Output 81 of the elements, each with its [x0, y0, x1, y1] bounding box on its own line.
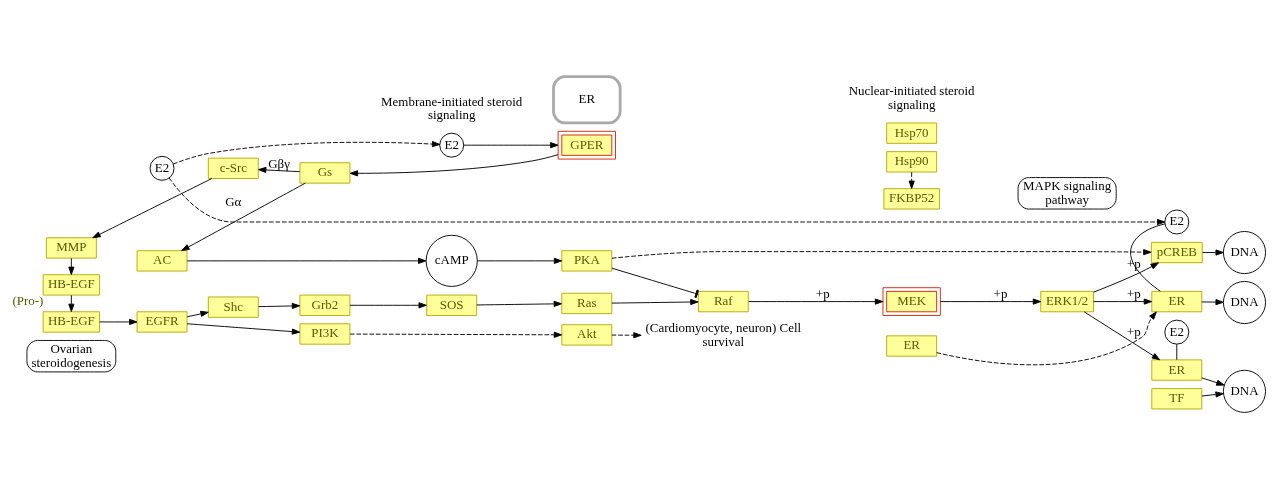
- edge-label: +p: [1126, 323, 1141, 339]
- arrow: [748, 298, 884, 305]
- node-box: MMP: [45, 236, 97, 259]
- connector: [1176, 343, 1178, 360]
- arrow: [476, 300, 562, 307]
- node-circle: DNA: [1222, 280, 1266, 324]
- arrow: [68, 294, 75, 312]
- arrow: [186, 322, 301, 335]
- node-circle: DNA: [1222, 230, 1266, 274]
- arrow: [908, 171, 915, 189]
- arrow: [258, 166, 301, 173]
- arrow: [611, 331, 642, 338]
- node-box: AC: [136, 249, 188, 271]
- arrow: [168, 176, 1166, 225]
- arrow: [186, 310, 209, 317]
- edge-label: +p: [993, 285, 1008, 301]
- node-text: (Cardiomyocyte, neuron) Cell survival: [645, 319, 802, 349]
- arrow: [1083, 310, 1161, 360]
- arrow: [172, 140, 441, 165]
- arrow: [1201, 298, 1224, 305]
- node-box: ER: [1151, 290, 1203, 312]
- node-box: Shc: [207, 296, 259, 318]
- node-circle: DNA: [1222, 369, 1266, 413]
- label: Membrane-initiated steroid signaling: [381, 93, 523, 122]
- arrow: [68, 257, 75, 275]
- node-circle: E2: [1164, 209, 1190, 234]
- node-box: Grb2: [299, 294, 351, 316]
- node-box: pCREB: [1150, 241, 1203, 263]
- node-circle: E2: [439, 132, 465, 158]
- node-box: Gs: [299, 161, 351, 184]
- arrow: [186, 257, 427, 264]
- arrow: [92, 177, 213, 238]
- arrow: [939, 298, 1042, 305]
- node-label: (Pro-): [12, 292, 44, 308]
- arrow: [181, 182, 306, 251]
- edge-label: +p: [1126, 255, 1141, 271]
- arrow: [1093, 261, 1159, 293]
- edge-label: Gα: [225, 193, 242, 209]
- arrow: [463, 141, 559, 148]
- arrow: [349, 153, 559, 176]
- node-box: HB-EGF: [42, 310, 101, 333]
- arrow: [611, 248, 1152, 259]
- node-box: ERK1/2: [1040, 290, 1094, 312]
- arrow: [1201, 390, 1224, 397]
- node-circle: E2: [1164, 319, 1190, 345]
- node-circle: E2: [149, 155, 175, 181]
- node-box: ER: [552, 74, 622, 124]
- node-box: FKBP52: [883, 187, 940, 209]
- arrow: [1202, 249, 1224, 256]
- node-box: PKA: [561, 249, 613, 271]
- label: Nuclear-initiated steroid signaling: [848, 82, 975, 112]
- arrow: [258, 302, 301, 309]
- arrow: [349, 331, 563, 338]
- node-box: HB-EGF: [42, 273, 101, 296]
- arrow: [611, 298, 699, 305]
- node-box: ER: [886, 334, 938, 357]
- arrow: [349, 301, 427, 308]
- arrow: [1093, 298, 1153, 305]
- arrow: [1201, 376, 1225, 386]
- edge-label: +p: [815, 285, 830, 301]
- node-box: MAPK signaling pathway: [1017, 176, 1117, 209]
- connector: [611, 267, 699, 298]
- arrow: [476, 257, 563, 264]
- edge-label: +p: [1126, 285, 1141, 301]
- node-box: PI3K: [299, 322, 351, 345]
- node-box: Raf: [697, 290, 749, 312]
- node-box: EGFR: [136, 310, 188, 333]
- node-box: c-Src: [207, 157, 259, 179]
- arrow: [936, 310, 1157, 365]
- arrow: [99, 318, 138, 325]
- node-box: Ovarian steroidogenesis: [26, 339, 117, 372]
- node-box: TF: [1151, 387, 1203, 409]
- edge-label: Gβγ: [268, 155, 290, 171]
- node-circle: cAMP: [425, 234, 478, 287]
- node-box: Akt: [561, 323, 613, 346]
- node-box: Hsp90: [886, 150, 938, 172]
- connector: [1130, 222, 1166, 292]
- node-box: Ras: [561, 292, 613, 314]
- node-box: SOS: [426, 294, 478, 316]
- node-box: Hsp70: [886, 122, 938, 144]
- node-box: ER: [1151, 358, 1203, 381]
